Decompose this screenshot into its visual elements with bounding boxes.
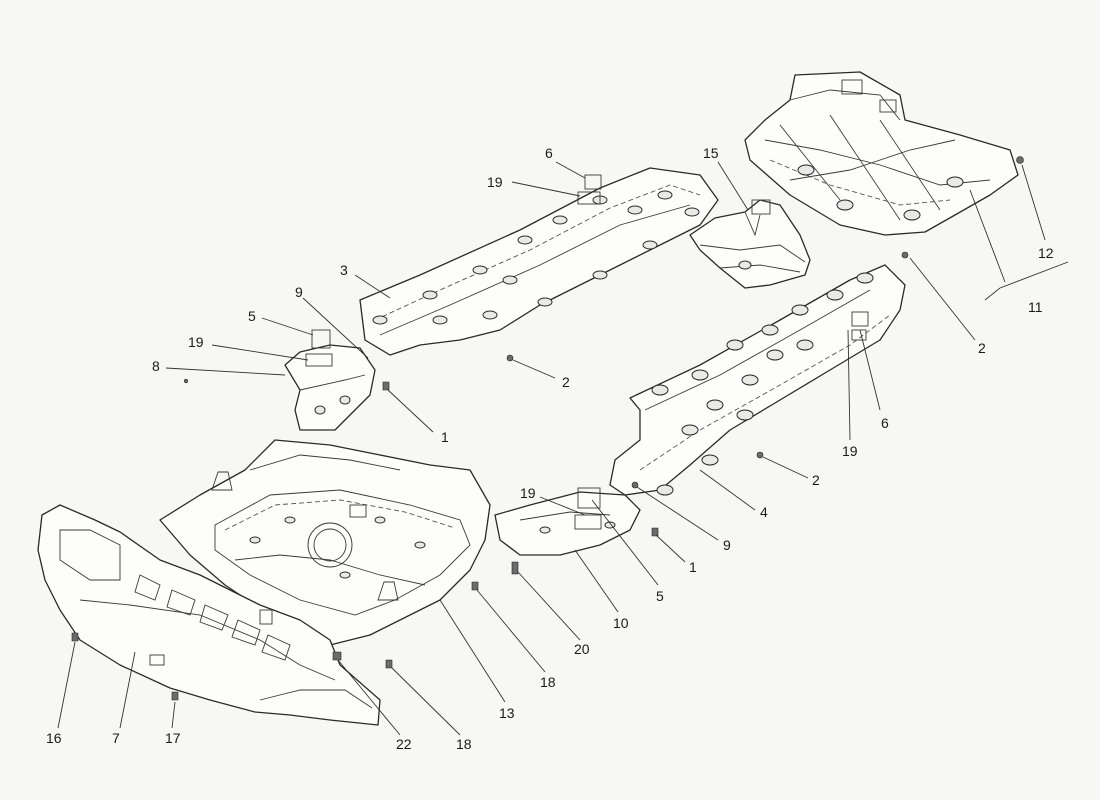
bolt-icon [382, 381, 390, 391]
nut-icon [756, 451, 764, 459]
callout-22: 22 [396, 736, 412, 752]
callout-labels: 6 19 15 12 11 2 3 9 5 19 8 2 1 6 19 2 4 … [46, 145, 1054, 752]
bracket-panel-8 [284, 329, 376, 431]
fasteners [71, 354, 764, 701]
callout-2: 2 [978, 340, 986, 356]
callout-2: 2 [812, 472, 820, 488]
bracket-panel-15 [689, 199, 811, 289]
bolt-icon [71, 632, 79, 642]
callout-12: 12 [1038, 245, 1054, 261]
callout-19: 19 [487, 174, 503, 190]
callout-18: 18 [540, 674, 556, 690]
bolt-icon [471, 581, 479, 591]
clip-icon [332, 651, 342, 661]
callout-3: 3 [340, 262, 348, 278]
nut-icon [1016, 156, 1024, 164]
callout-18: 18 [456, 736, 472, 752]
callout-19: 19 [188, 334, 204, 350]
nut-icon [631, 481, 639, 489]
bolt-icon [385, 659, 393, 669]
callout-7: 7 [112, 730, 120, 746]
nut-icon [506, 354, 514, 362]
nut-icon [901, 251, 909, 259]
callout-2: 2 [562, 374, 570, 390]
bracket-panel-10 [494, 487, 641, 556]
callout-13: 13 [499, 705, 515, 721]
bolt-icon [651, 527, 659, 537]
callout-9: 9 [295, 284, 303, 300]
side-panel-4 [609, 264, 906, 496]
callout-19: 19 [842, 443, 858, 459]
callout-8: 8 [152, 358, 160, 374]
nut-icon [183, 378, 189, 384]
bolt-icon [171, 691, 179, 701]
callout-5: 5 [656, 588, 664, 604]
callout-4: 4 [760, 504, 768, 520]
rear-underbody-panel [744, 71, 1019, 236]
callout-16: 16 [46, 730, 62, 746]
callout-1: 1 [441, 429, 449, 445]
callout-6: 6 [545, 145, 553, 161]
callout-1: 1 [689, 559, 697, 575]
callout-6: 6 [881, 415, 889, 431]
callout-5: 5 [248, 308, 256, 324]
callout-15: 15 [703, 145, 719, 161]
callout-17: 17 [165, 730, 181, 746]
callout-10: 10 [613, 615, 629, 631]
callout-9: 9 [723, 537, 731, 553]
callout-20: 20 [574, 641, 590, 657]
leader-lines [57, 161, 1069, 736]
side-panel-3 [359, 167, 719, 356]
bolt-icon [511, 561, 519, 575]
callout-11: 11 [1028, 299, 1043, 315]
callout-19: 19 [520, 485, 536, 501]
